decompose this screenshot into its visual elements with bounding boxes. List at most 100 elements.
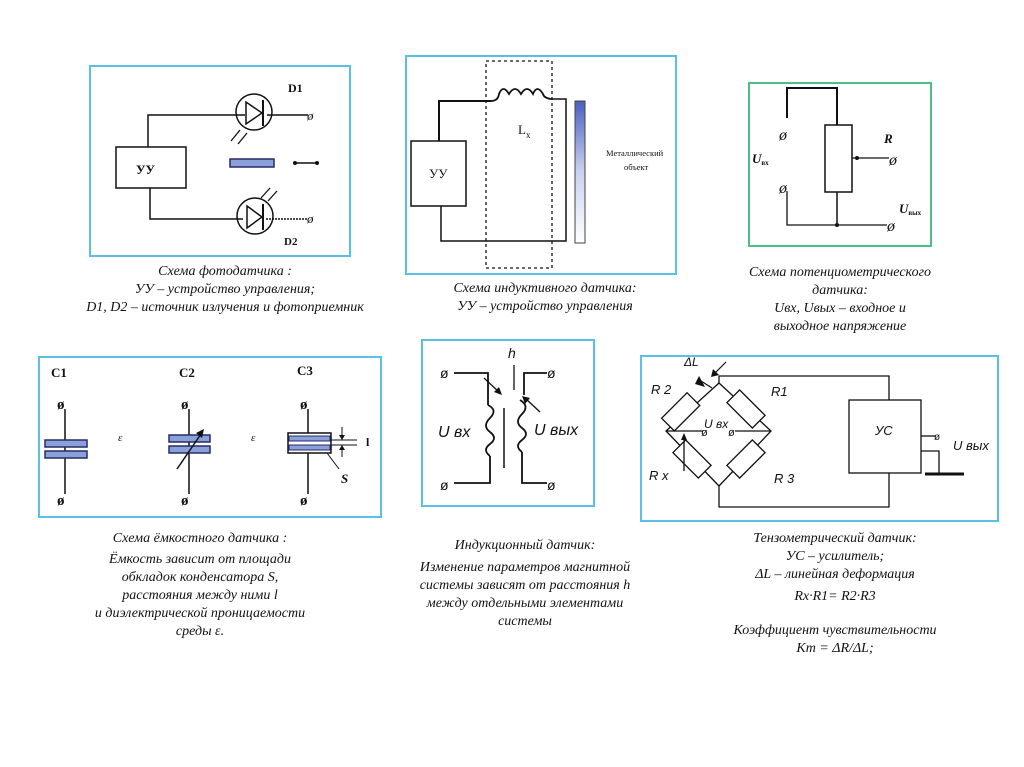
diode-d2-circle <box>236 197 274 235</box>
inductance-symbol: L <box>518 122 526 137</box>
terminal-icon: ø <box>300 493 308 509</box>
capacitive-sensor-diagram: C1 ø ø ε C2 ø ø ε C3 l S ø ø <box>38 356 382 518</box>
diode-d2-icon <box>246 204 264 230</box>
panel-border <box>421 339 595 507</box>
strain-sensor-schematic: ø ø ΔL R 2 R1 R x R 3 U вх УС ø U вых <box>640 355 999 522</box>
terminal-icon: ø <box>934 432 940 443</box>
resistor-r3 <box>725 438 767 480</box>
wire <box>521 452 547 484</box>
arrow-head <box>339 445 345 450</box>
u-in-subscript: вх <box>761 159 769 167</box>
caption-line: выходное напряжение <box>773 319 907 334</box>
terminal-icon: ø <box>440 477 449 493</box>
amplifier-label: УС <box>874 423 893 438</box>
induction-sensor-caption: Индукционный датчик: Изменение параметро… <box>370 537 680 631</box>
arrow-head <box>711 369 719 377</box>
light-arrow-icon <box>260 187 271 199</box>
caption-line: Схема фотодатчика : <box>158 264 292 279</box>
control-unit-label: УУ <box>429 166 448 181</box>
potentiometric-sensor-caption: Схема потенциометрического датчика: Uвх,… <box>710 264 970 336</box>
wire <box>523 372 547 395</box>
arrow-head <box>315 161 319 165</box>
variable-arrow-icon <box>176 433 202 470</box>
r2-label: R 2 <box>651 382 672 397</box>
light-arrow-icon <box>230 129 241 142</box>
caption-line: среды ε. <box>175 624 225 639</box>
arrow-head <box>339 435 345 440</box>
control-unit-box <box>410 140 467 207</box>
wire <box>147 114 245 147</box>
u-in-label: U вх <box>438 424 471 441</box>
wire <box>149 188 243 220</box>
caption-line: обкладок конденсатора S, <box>121 570 279 585</box>
terminal-icon: ø <box>888 152 898 169</box>
wire <box>454 372 489 405</box>
panel-border <box>38 356 382 518</box>
u-out-subscript: вых <box>908 209 921 217</box>
leader-line <box>326 452 340 470</box>
wire <box>718 473 890 508</box>
u-in-symbol: U <box>752 151 762 166</box>
capacitive-sensor-caption: Схема ёмкостного датчика : Ёмкость завис… <box>40 530 360 641</box>
metal-object-label-line2: объект <box>624 162 649 172</box>
caption-line: D1, D2 – источник излучения и фотоприемн… <box>86 300 364 315</box>
panel-border <box>748 82 932 247</box>
d2-label: D2 <box>284 236 298 248</box>
resistor-r1 <box>725 388 767 430</box>
u-in-label: Uвх <box>752 151 769 167</box>
caption-line: и диэлектрической проницаемости <box>94 606 306 621</box>
arrow-head <box>695 376 705 387</box>
potentiometric-sensor-schematic: ø R ø Uвх ø ø Uвых <box>748 82 932 247</box>
resistor-rx <box>671 438 713 480</box>
u-out-label: U вых <box>534 422 579 439</box>
terminal-icon: ø <box>57 397 65 413</box>
wire <box>438 100 491 141</box>
terminal-icon: ø <box>300 397 308 413</box>
inductive-sensor-caption: Схема индуктивного датчика: УУ – устройс… <box>400 280 690 316</box>
bridge-balance-formula: Rx·R1= R2·R3 <box>794 589 876 604</box>
control-unit-box <box>115 146 187 189</box>
resistor-r2 <box>660 391 701 432</box>
diode-d1-icon <box>245 100 264 126</box>
inductance-subscript: x <box>526 130 531 140</box>
u-out-label: Uвых <box>899 201 922 217</box>
capacitive-sensor-schematic: C1 ø ø ε C2 ø ø ε C3 l S ø ø <box>38 356 382 518</box>
terminal-icon: ø <box>547 477 556 493</box>
amplifier-box <box>848 399 922 474</box>
c3-label: C3 <box>297 363 313 378</box>
gap-label: h <box>508 345 516 361</box>
caption-line: Ёмкость зависит от площади <box>109 552 291 567</box>
terminal-icon: ø <box>886 218 896 235</box>
caption-line: Uвх, Uвых – входное и <box>774 301 906 316</box>
light-arrow-icon <box>267 190 278 202</box>
inductive-sensor-diagram: УУ Lx Металлический объект <box>405 55 677 275</box>
terminal-icon: ø <box>181 397 189 413</box>
caption-line: Схема ёмкостного датчика : <box>112 531 288 546</box>
caption-line: Схема индуктивного датчика: <box>453 281 637 296</box>
terminal-icon: ø <box>778 180 788 197</box>
sensor-zone-dashed <box>485 60 553 269</box>
wire <box>921 450 940 474</box>
arrow-head <box>522 396 530 404</box>
caption-line: системы зависят от расстояния h <box>419 578 631 593</box>
c1-label: C1 <box>51 365 67 380</box>
terminal-icon: ø <box>728 427 735 439</box>
caption-line: УУ – устройство управления <box>457 299 633 314</box>
photo-sensor-schematic: УУ D1 ø D2 ø <box>89 65 351 257</box>
arrow-head <box>196 429 204 438</box>
caption-line: между отдельными элементами <box>426 596 624 611</box>
secondary-coil-icon <box>517 399 527 453</box>
arrow-head <box>494 387 502 395</box>
resistor-icon <box>824 124 853 193</box>
terminal-icon: ø <box>701 427 708 439</box>
terminal-icon: ø <box>440 365 449 381</box>
rx-label: R x <box>649 468 669 483</box>
strain-sensor-diagram: ø ø ΔL R 2 R1 R x R 3 U вх УС ø U вых <box>640 355 999 522</box>
r3-label: R 3 <box>774 471 795 486</box>
diode-d1-circle <box>235 93 273 131</box>
caption-line: УС – усилитель; <box>785 549 885 564</box>
capacitor-plate <box>288 444 331 451</box>
strain-sensor-caption: Тензометрический датчик: УС – усилитель;… <box>690 530 980 658</box>
induction-sensor-schematic: ø ø ø ø h U вх U вых <box>421 339 595 507</box>
c2-label: C2 <box>179 365 195 380</box>
